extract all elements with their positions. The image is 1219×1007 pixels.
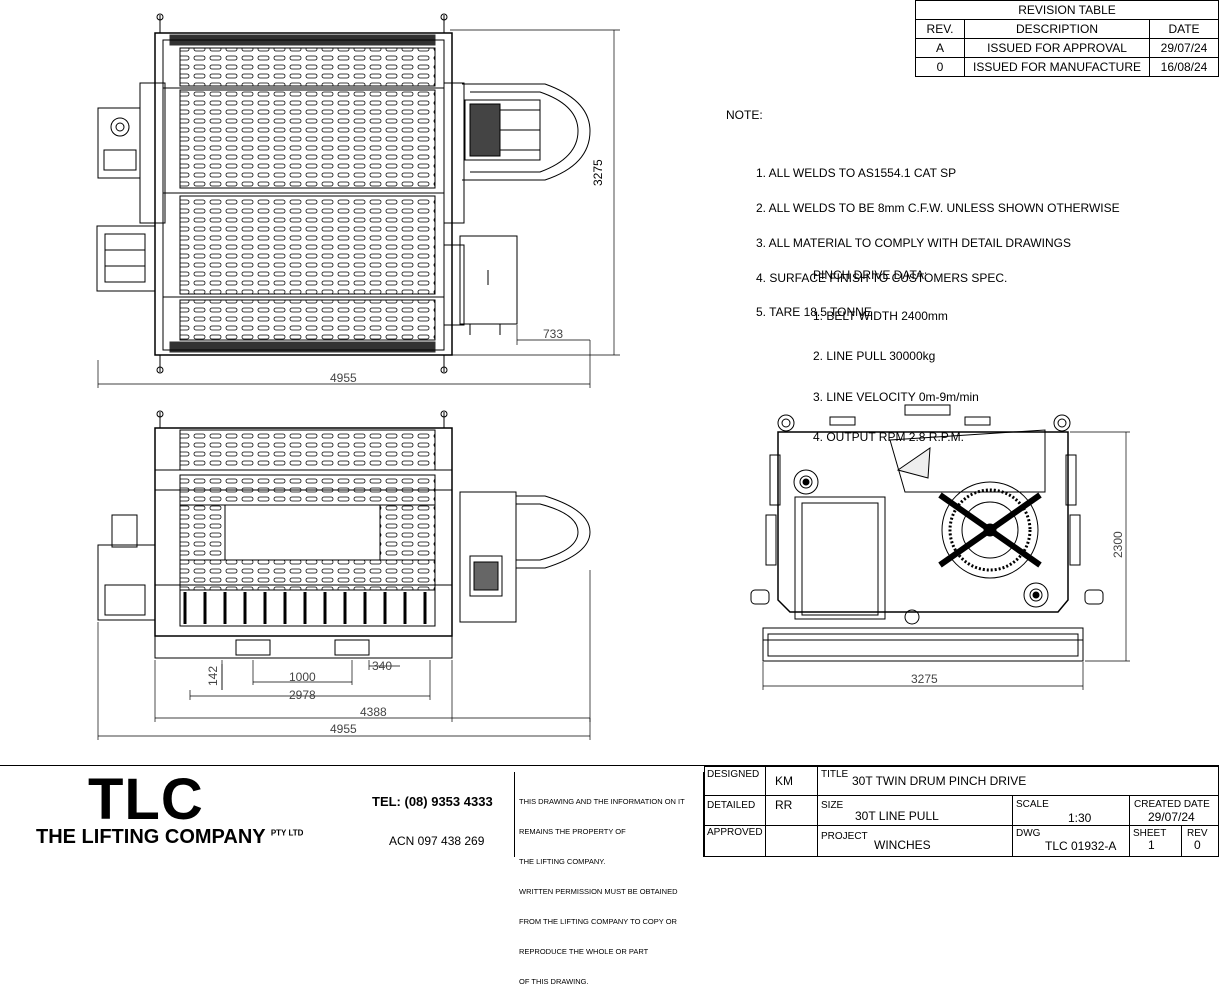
title-block: TLC THE LIFTING COMPANY PTY LTD TEL: (08… (0, 765, 1219, 986)
side-dimensions (97, 570, 591, 740)
note-item: 5. TARE 18.5 TONNE (756, 305, 872, 320)
title-label: TITLE (821, 769, 849, 780)
disclaimer-line: FROM THE LIFTING COMPANY TO COPY OR (519, 917, 677, 926)
approved-value-cell (765, 825, 818, 857)
telephone: TEL: (08) 9353 4333 (372, 794, 493, 809)
revision-row: A ISSUED FOR APPROVAL 29/07/24 (915, 38, 1219, 58)
revision-row: 0 ISSUED FOR MANUFACTURE 16/08/24 (915, 57, 1219, 77)
revision-description: ISSUED FOR APPROVAL (964, 38, 1150, 58)
sheet-value: 1 (1148, 838, 1155, 852)
pinch-drive-item: 2. LINE PULL 30000kg (813, 349, 936, 363)
end-dimensions (762, 431, 1130, 690)
pinch-drive-data-block: PINCH DRIVE DATA: 1. BELT WIDTH 2400mm 2… (813, 242, 979, 458)
size-label: SIZE (821, 800, 844, 811)
dim-end-width: 3275 (911, 672, 938, 686)
revision-rev: 0 (915, 57, 965, 77)
dim-plan-width: 4955 (330, 371, 357, 385)
end-elevation-view (750, 404, 1104, 662)
detailed-label: DETAILED (707, 800, 756, 811)
company-name: THE LIFTING COMPANY PTY LTD (36, 826, 303, 849)
scale-label: SCALE (1016, 799, 1049, 810)
revision-date: 29/07/24 (1149, 38, 1219, 58)
revision-rev: A (915, 38, 965, 58)
description-header: DESCRIPTION (964, 19, 1150, 39)
detailed-value: RR (775, 798, 793, 812)
title-value: 30T TWIN DRUM PINCH DRIVE (852, 774, 1027, 788)
rev-label: REV (1187, 828, 1208, 839)
dwg-label: DWG (1016, 828, 1041, 839)
pinch-drive-item: 4. OUTPUT RPM 2.8 R.P.M. (813, 430, 964, 444)
disclaimer-line: THE LIFTING COMPANY. (519, 857, 606, 866)
pinch-drive-item: 1. BELT WIDTH 2400mm (813, 308, 948, 323)
disclaimer-line: WRITTEN PERMISSION MUST BE OBTAINED (519, 887, 678, 896)
pinch-drive-item: 3. LINE VELOCITY 0m-9m/min (813, 389, 979, 404)
rev-header: REV. (915, 19, 965, 39)
project-value: WINCHES (874, 838, 931, 852)
acn-number: ACN 097 438 269 (389, 834, 485, 848)
note-item: 1. ALL WELDS TO AS1554.1 CAT SP (756, 166, 957, 181)
sheet-label: SHEET (1133, 828, 1167, 839)
notes-block: NOTE: 1. ALL WELDS TO AS1554.1 CAT SP 2.… (726, 87, 1120, 354)
company-suffix: PTY LTD (270, 828, 304, 838)
rev-value: 0 (1194, 838, 1201, 852)
dim-side-340: 340 (372, 659, 393, 673)
plan-view (96, 13, 591, 374)
note-item: 2. ALL WELDS TO BE 8mm C.F.W. UNLESS SHO… (756, 200, 1120, 215)
dim-side-142: 142 (206, 665, 220, 686)
revision-table: REVISION TABLE REV. DESCRIPTION DATE A I… (915, 0, 1219, 77)
dim-side-4955: 4955 (330, 722, 357, 736)
revision-description: ISSUED FOR MANUFACTURE (964, 57, 1150, 77)
revision-table-title: REVISION TABLE (915, 0, 1219, 20)
side-elevation-view (97, 410, 591, 659)
dwg-value: TLC 01932-A (1045, 839, 1117, 853)
dim-side-4388: 4388 (360, 705, 387, 719)
approved-label: APPROVED (707, 827, 763, 838)
dim-plan-offset: 733 (543, 327, 564, 341)
drawing-canvas (96, 13, 1130, 740)
company-logo: TLC (88, 767, 204, 832)
date-header: DATE (1149, 19, 1219, 39)
company-name-text: THE LIFTING COMPANY (36, 826, 266, 848)
dim-side-2978: 2978 (289, 688, 316, 702)
disclaimer-cell (514, 772, 704, 857)
designed-label: DESIGNED (707, 769, 760, 780)
created-date-label: CREATED DATE (1134, 799, 1210, 810)
created-date-value: 29/07/24 (1148, 810, 1195, 824)
dim-plan-height: 3275 (591, 159, 605, 186)
scale-value: 1:30 (1068, 811, 1092, 825)
disclaimer-text: THIS DRAWING AND THE INFORMATION ON IT R… (519, 777, 685, 1007)
notes-heading: NOTE: (726, 108, 763, 123)
dim-side-1000: 1000 (289, 670, 316, 684)
designed-value: KM (775, 774, 793, 788)
note-item: 3. ALL MATERIAL TO COMPLY WITH DETAIL DR… (756, 235, 1071, 250)
project-label: PROJECT (821, 831, 868, 842)
disclaimer-line: REMAINS THE PROPERTY OF (519, 827, 626, 836)
size-value: 30T LINE PULL (855, 809, 939, 823)
dim-end-height: 2300 (1111, 531, 1125, 558)
note-item: 4. SURFACE FINISH TO CUSTOMERS SPEC. (756, 270, 1008, 285)
disclaimer-line: REPRODUCE THE WHOLE OR PART (519, 947, 649, 956)
plan-dimensions (97, 29, 620, 388)
disclaimer-line: THIS DRAWING AND THE INFORMATION ON IT (519, 797, 685, 806)
disclaimer-line: OF THIS DRAWING. (519, 977, 589, 986)
pinch-drive-heading: PINCH DRIVE DATA: (813, 268, 928, 282)
revision-date: 16/08/24 (1149, 57, 1219, 77)
